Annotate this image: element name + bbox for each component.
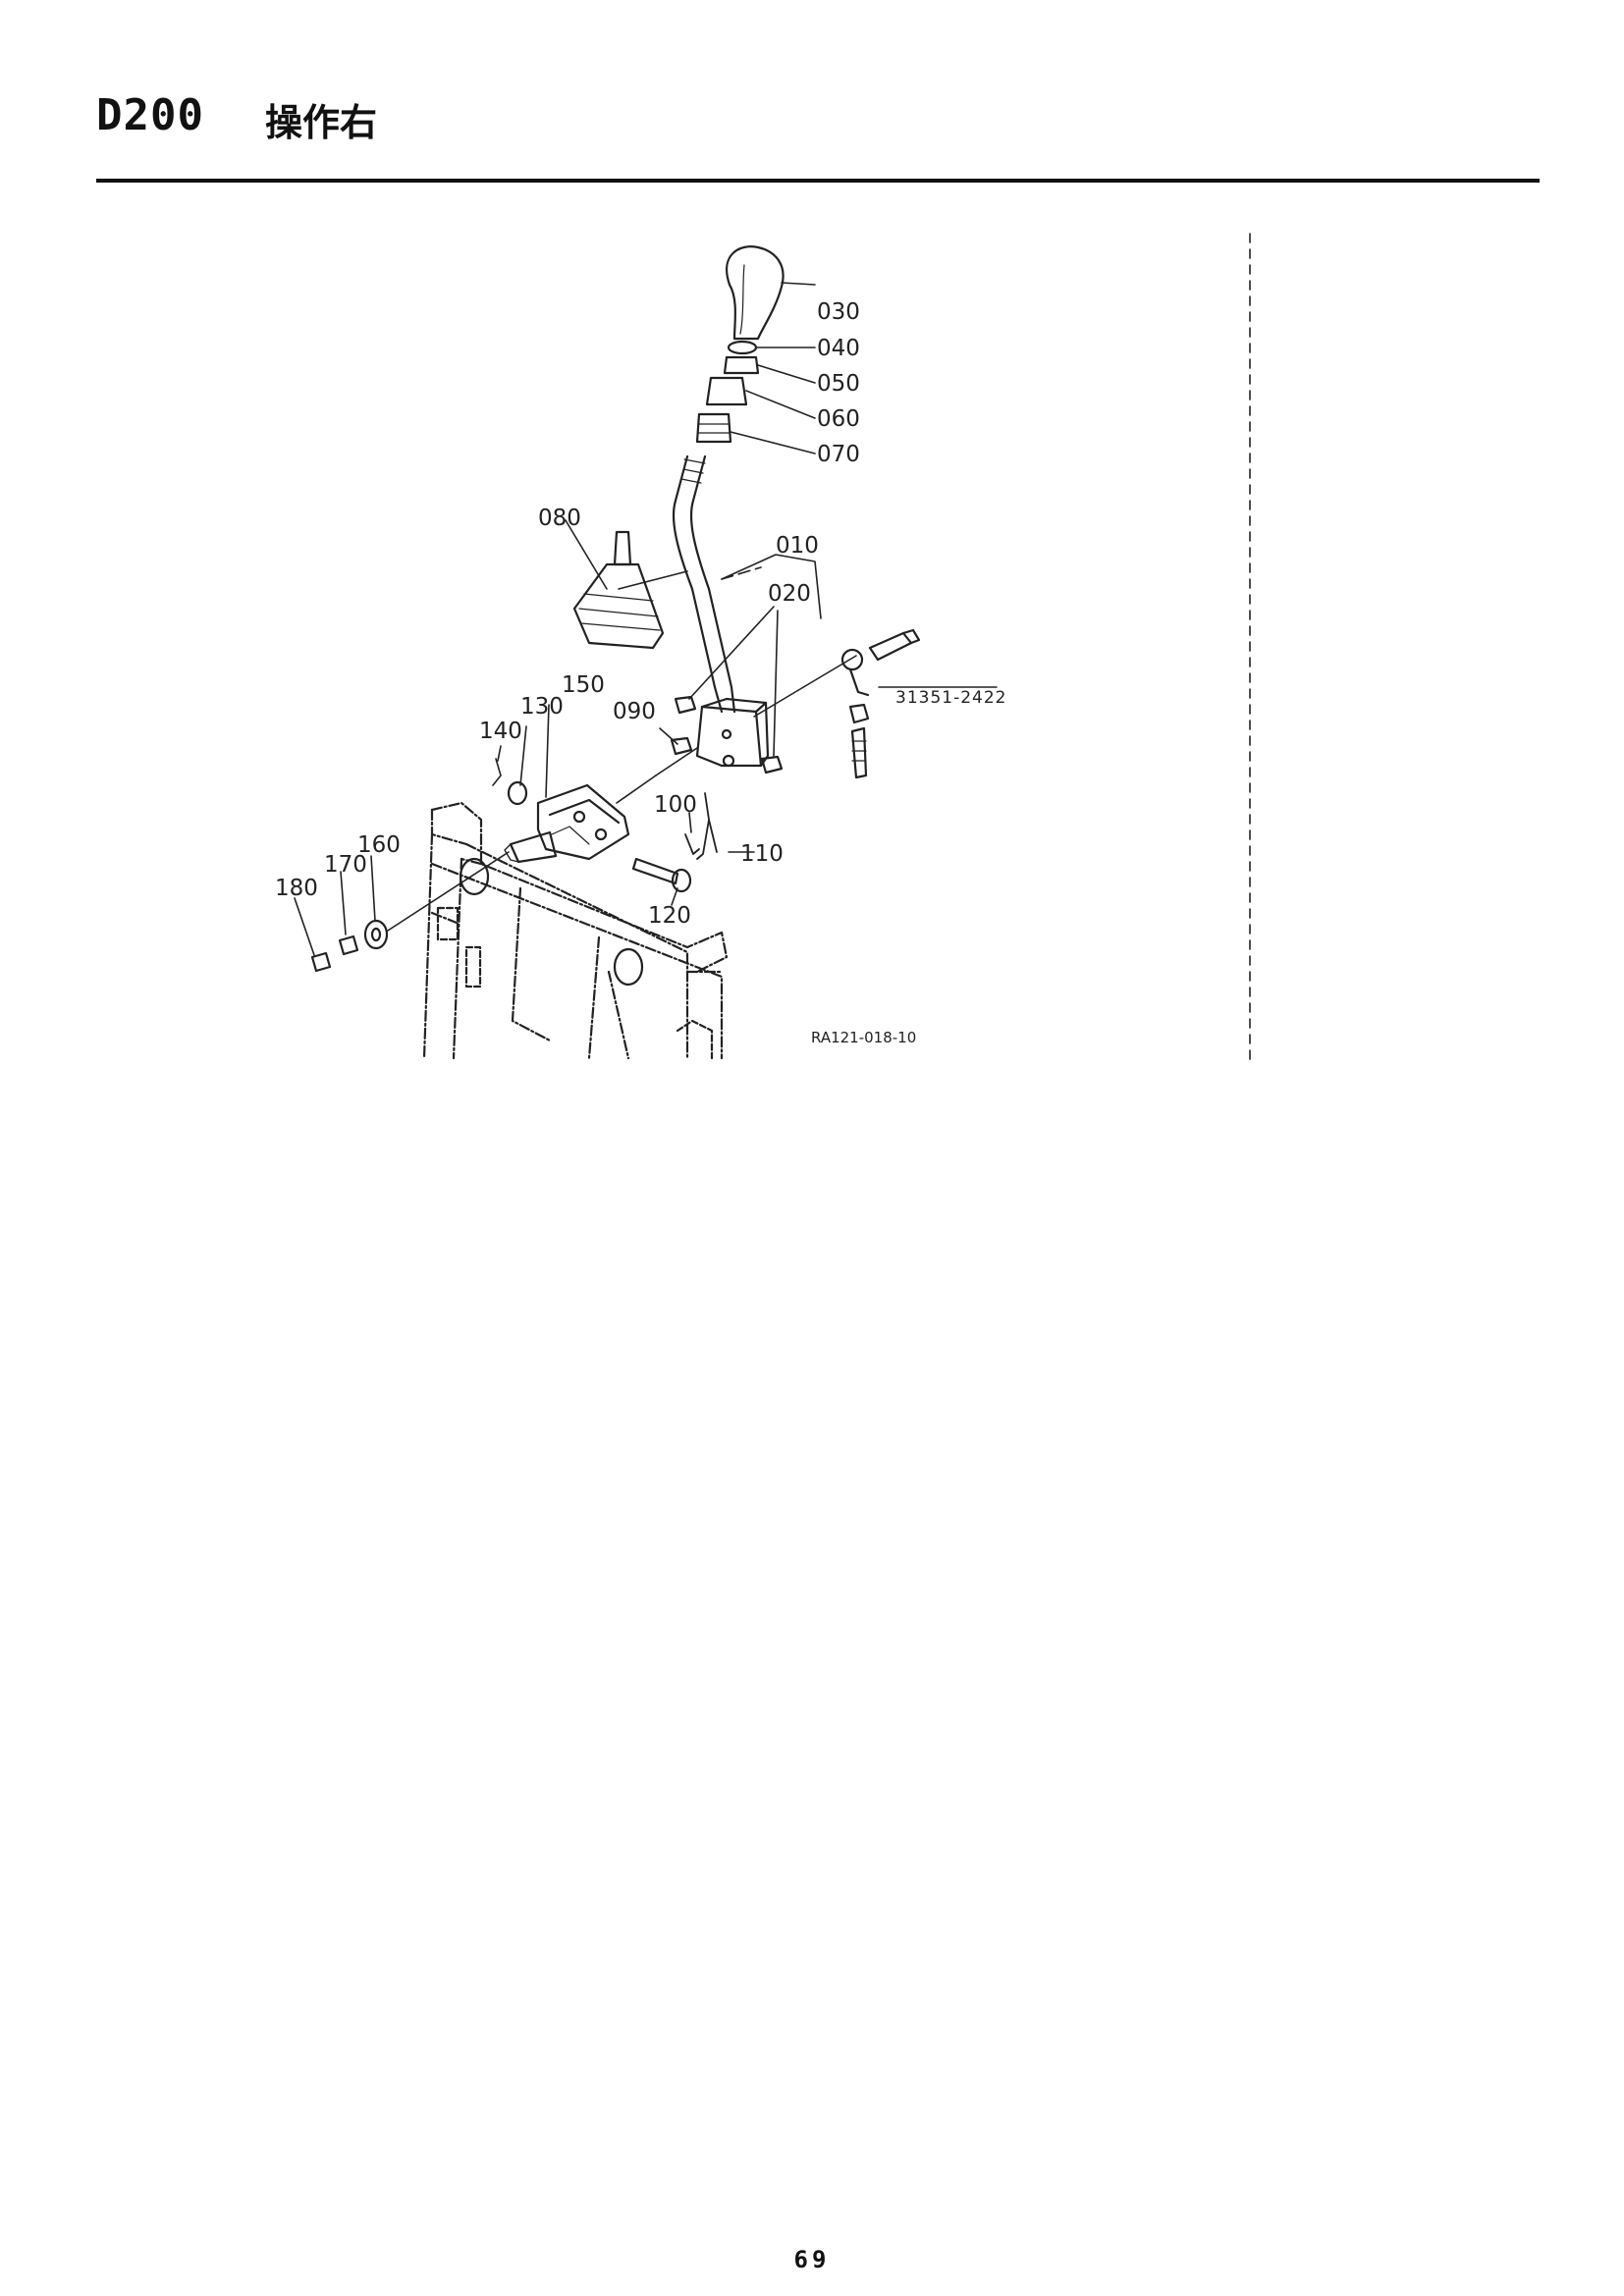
nut-050 bbox=[723, 355, 760, 375]
callout-080: 080 bbox=[538, 506, 581, 531]
frame-hole-right bbox=[613, 947, 644, 987]
callout-130: 130 bbox=[520, 694, 564, 720]
shift-knob-030 bbox=[726, 245, 785, 341]
nut-170 bbox=[338, 934, 359, 956]
nut-090 bbox=[670, 736, 693, 756]
frame-hole-left bbox=[459, 857, 490, 896]
bracket-shaft bbox=[509, 830, 558, 864]
lever-block bbox=[695, 697, 770, 768]
rubber-boot-080 bbox=[572, 530, 665, 650]
frame-foot bbox=[676, 1019, 714, 1060]
frame-drawing bbox=[422, 801, 729, 1060]
nut-180 bbox=[310, 951, 332, 973]
callout-010: 010 bbox=[776, 533, 819, 559]
callout-050: 050 bbox=[817, 371, 860, 397]
lever-rod bbox=[672, 454, 724, 714]
leader-lines bbox=[294, 282, 998, 956]
callout-040: 040 bbox=[817, 336, 860, 361]
pin-140 bbox=[492, 758, 502, 786]
frame-slot bbox=[464, 945, 482, 988]
callout-100: 100 bbox=[654, 792, 697, 818]
bushing-070 bbox=[695, 412, 732, 444]
washer-130 bbox=[507, 780, 528, 806]
callout-020: 020 bbox=[768, 581, 811, 607]
callout-070: 070 bbox=[817, 442, 860, 467]
page-header: D200 操作右 bbox=[96, 90, 1540, 149]
callout-060: 060 bbox=[817, 406, 860, 432]
pin-120 bbox=[631, 857, 679, 885]
callout-110: 110 bbox=[740, 841, 784, 867]
bracket-150 bbox=[536, 783, 630, 861]
section-title: 操作右 bbox=[265, 101, 378, 144]
clip-110 bbox=[696, 792, 718, 860]
callout-030: 030 bbox=[817, 299, 860, 325]
callout-120: 120 bbox=[648, 903, 691, 929]
frame-tab bbox=[436, 906, 460, 941]
parts-diagram: 030 040 050 060 070 080 010 020 150 130 … bbox=[275, 233, 1251, 1061]
rod-end-100 bbox=[684, 833, 700, 855]
page-number: 69 bbox=[793, 2246, 831, 2273]
nut-020-a bbox=[674, 695, 697, 715]
callout-180: 180 bbox=[275, 876, 318, 901]
collar-060 bbox=[705, 376, 748, 406]
callout-160: 160 bbox=[357, 832, 401, 858]
nut-020-b bbox=[760, 755, 784, 774]
washer-160 bbox=[363, 919, 389, 950]
callout-170: 170 bbox=[324, 852, 367, 878]
drawing-number: RA121-018-10 bbox=[811, 1029, 916, 1046]
ring-040 bbox=[727, 340, 758, 355]
header-rule bbox=[96, 179, 1540, 183]
callout-150: 150 bbox=[562, 672, 605, 698]
ref-part-31351-2422 bbox=[840, 628, 921, 779]
callout-090: 090 bbox=[613, 699, 656, 724]
callout-reference-part: 31351-2422 bbox=[895, 688, 1006, 708]
callout-140: 140 bbox=[479, 719, 522, 744]
section-code: D200 bbox=[96, 90, 204, 140]
